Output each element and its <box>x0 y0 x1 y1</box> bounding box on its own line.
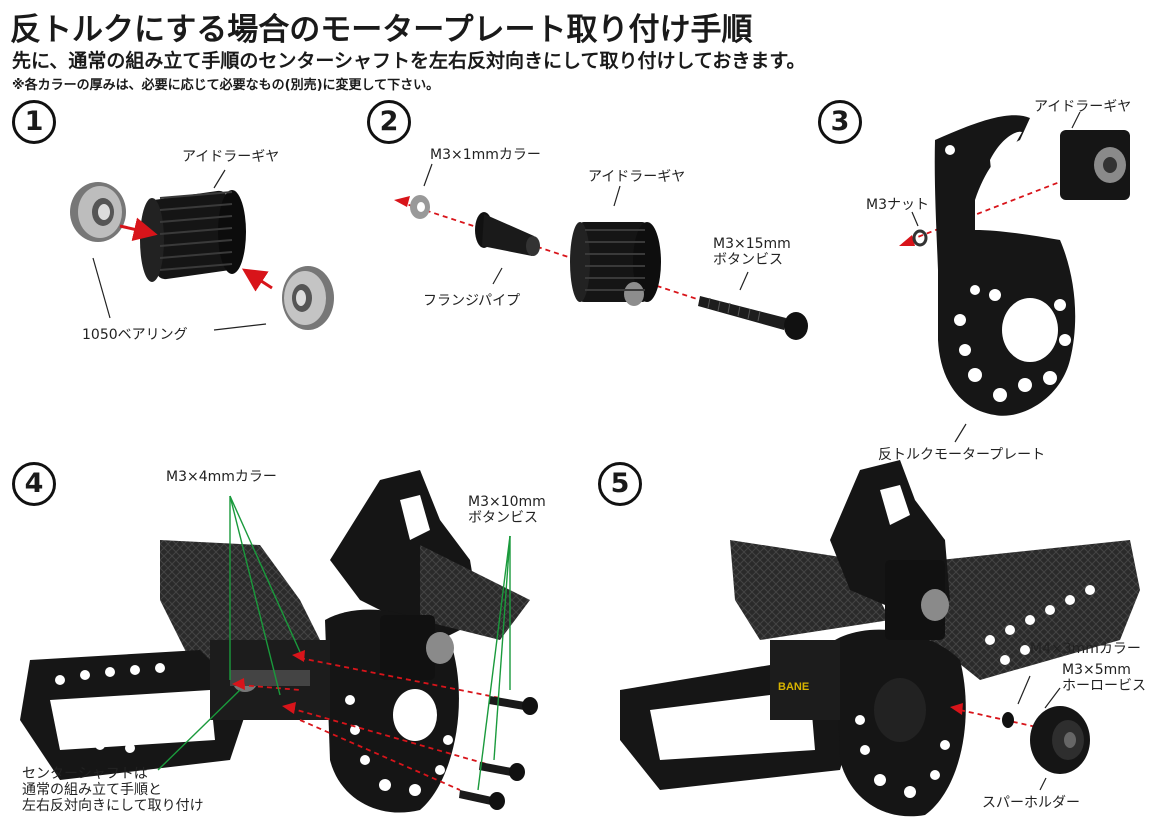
step3-nut <box>912 229 928 247</box>
label-m3x10-line1: M3×10mm <box>468 494 546 510</box>
step-1-badge: 1 <box>12 100 56 144</box>
step-5-badge: 5 <box>598 462 642 506</box>
step1-arrow-right <box>241 268 273 292</box>
label-idler-gear-1: アイドラーギヤ <box>182 149 280 165</box>
step2-button-screw <box>698 296 808 340</box>
label-m3x4-collar: M3×4mmカラー <box>166 469 277 485</box>
label-m3x1-collar: M3×1mmカラー <box>430 147 541 163</box>
step2-collar <box>410 195 430 219</box>
label-1050-bearing: 1050ベアリング <box>82 327 188 343</box>
page-title: 反トルクにする場合のモータープレート取り付け手順 <box>10 12 753 48</box>
label-m3x10-line2: ボタンビス <box>468 510 538 526</box>
step2-arrowhead <box>394 196 410 207</box>
step1-bearing-right <box>282 266 334 330</box>
step5-brand-mark: BANE <box>778 681 809 693</box>
step4-dashed-axes <box>239 657 501 791</box>
step5-spur-holder <box>1030 706 1090 774</box>
page-note: ※各カラーの厚みは、必要に応じて必要なもの(別売)に変更して下さい。 <box>12 78 440 93</box>
step3-idler-gear <box>1060 130 1130 200</box>
step5-arrowhead <box>950 703 963 715</box>
page-subtitle: 先に、通常の組み立て手順のセンターシャフトを左右反対向きにして取り付けしておきま… <box>12 50 806 72</box>
label-m4x3-collar: M4×3mmカラー <box>1030 641 1141 657</box>
step5-leaders <box>1017 675 1061 791</box>
label-center-shaft-line2: 通常の組み立て手順と <box>22 782 162 798</box>
step1-idler-gear <box>140 190 246 282</box>
step5-chassis: BANE <box>620 460 1140 817</box>
step4-green-leaders <box>157 495 511 791</box>
label-idler-gear-2: アイドラーギヤ <box>588 169 686 185</box>
step-4-badge: 4 <box>12 462 56 506</box>
label-m3x5-set-screw: M3×5mm ホーロービス <box>1062 662 1146 694</box>
step5-collar <box>1002 712 1014 728</box>
label-m3x15-line1: M3×15mm <box>713 236 791 252</box>
step-2-badge: 2 <box>367 100 411 144</box>
step4-chassis <box>20 470 530 813</box>
step-3-badge: 3 <box>818 100 862 144</box>
label-center-shaft-note: センターシャフトは 通常の組み立て手順と 左右反対向きにして取り付け <box>22 766 204 814</box>
step4-arrowheads <box>232 650 305 714</box>
label-flange-pipe: フランジパイプ <box>423 293 521 309</box>
step3-motor-plate <box>934 115 1076 416</box>
label-m3-nut: M3ナット <box>866 197 929 213</box>
label-m3x15-screw: M3×15mm ボタンビス <box>713 236 791 268</box>
step1-arrow-left <box>119 217 158 241</box>
step2-leaders <box>423 163 749 291</box>
label-reverse-motor-plate: 反トルクモータープレート <box>878 447 1046 463</box>
label-m3x10-screw: M3×10mm ボタンビス <box>468 494 546 526</box>
label-center-shaft-line3: 左右反対向きにして取り付け <box>22 798 204 814</box>
label-m3x15-line2: ボタンビス <box>713 252 783 268</box>
label-idler-gear-3: アイドラーギヤ <box>1034 99 1132 115</box>
label-m3x5-line1: M3×5mm <box>1062 662 1131 678</box>
step2-idler-gear <box>570 222 661 306</box>
step3-leaders <box>911 111 1081 443</box>
step3-arrowhead <box>899 235 915 246</box>
step1-leaders <box>92 169 267 331</box>
step2-flange-pipe <box>475 212 540 256</box>
step1-bearing-left <box>70 182 126 242</box>
label-m3x5-line2: ホーロービス <box>1062 678 1146 694</box>
label-center-shaft-line1: センターシャフトは <box>22 766 148 782</box>
step4-screws <box>459 696 538 810</box>
label-spur-holder: スパーホルダー <box>982 795 1080 811</box>
